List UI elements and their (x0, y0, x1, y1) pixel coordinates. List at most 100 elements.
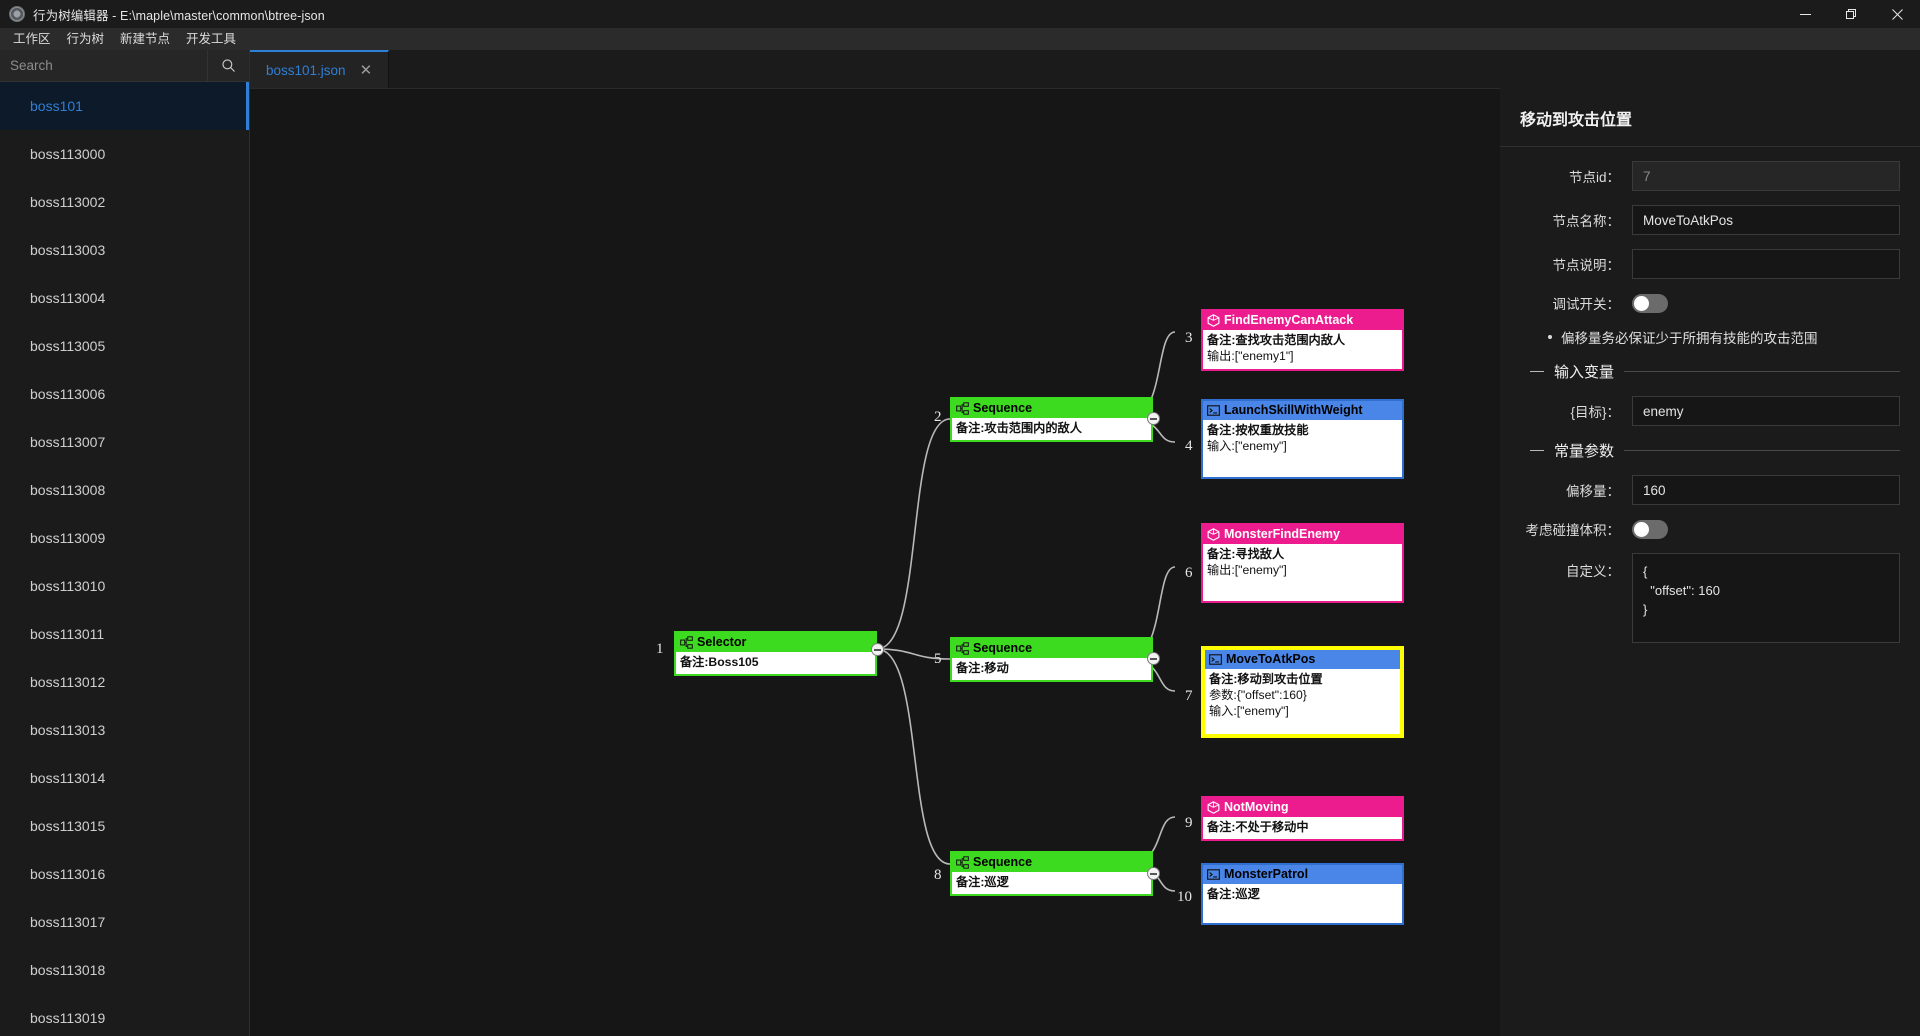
section-input-variables[interactable]: 输入变量 (1530, 361, 1900, 382)
file-item[interactable]: boss113013 (0, 706, 249, 754)
minimize-button[interactable] (1782, 0, 1828, 28)
tree-node-title: FindEnemyCanAttack (1224, 313, 1354, 327)
debug-switch-toggle[interactable] (1632, 293, 1668, 313)
properties-hint: 偏移量务必保证少于所拥有技能的攻击范围 (1548, 327, 1900, 347)
tree-node-header: NotMoving (1203, 798, 1402, 817)
tree-node-line: 备注:Boss105 (680, 655, 759, 669)
field-collision: 考虑碰撞体积： (1520, 519, 1900, 539)
close-button[interactable] (1874, 0, 1920, 28)
custom-textarea[interactable]: { "offset": 160 } (1632, 553, 1900, 643)
file-item[interactable]: boss101 (0, 82, 249, 130)
section-input-title: 输入变量 (1554, 364, 1615, 381)
file-item[interactable]: boss113012 (0, 658, 249, 706)
collapse-handle-icon[interactable] (1147, 652, 1160, 665)
collapse-minus-icon[interactable] (1530, 371, 1544, 372)
tree-node-body: 备注:移动到攻击位置参数:{"offset":160}输入:["enemy"] (1205, 669, 1400, 723)
search-icon (222, 59, 235, 72)
file-item[interactable]: boss113016 (0, 850, 249, 898)
menu-behavior-tree[interactable]: 行为树 (66, 32, 105, 46)
tree-node-header: Sequence (952, 399, 1151, 418)
file-item[interactable]: boss113000 (0, 130, 249, 178)
node-id-input (1632, 161, 1900, 191)
file-item[interactable]: boss113015 (0, 802, 249, 850)
file-item-label: boss113008 (30, 482, 106, 498)
file-item-label: boss113000 (30, 146, 106, 162)
node-index-label: 4 (1185, 438, 1193, 454)
menu-bar: 工作区 行为树 新建节点 开发工具 (0, 28, 1920, 50)
collapse-handle-icon[interactable] (1147, 867, 1160, 880)
tree-node-line: 备注:移动 (956, 661, 1009, 675)
collapse-handle-icon[interactable] (871, 643, 884, 656)
tree-node-header: LaunchSkillWithWeight (1203, 401, 1402, 420)
file-item-label: boss113019 (30, 1010, 106, 1026)
title-bar: 行为树编辑器 - E:\maple\master\common\btree-js… (0, 0, 1920, 28)
bullet-icon (1548, 335, 1552, 339)
node-index-label: 10 (1177, 889, 1192, 905)
collapse-handle-icon[interactable] (1147, 412, 1160, 425)
node-index-label: 9 (1185, 815, 1193, 831)
file-item[interactable]: boss113009 (0, 514, 249, 562)
file-item-label: boss113007 (30, 434, 106, 450)
menu-workspace[interactable]: 工作区 (13, 32, 51, 46)
file-item[interactable]: boss113017 (0, 898, 249, 946)
file-item-label: boss113016 (30, 866, 106, 882)
file-item[interactable]: boss113003 (0, 226, 249, 274)
search-button[interactable] (207, 50, 249, 81)
file-item[interactable]: boss113010 (0, 562, 249, 610)
tree-node-body: 备注:攻击范围内的敌人 (952, 418, 1151, 440)
node-desc-input[interactable] (1632, 249, 1900, 279)
collision-toggle[interactable] (1632, 519, 1668, 539)
node-index-label: 7 (1185, 688, 1193, 704)
search-row (0, 50, 249, 82)
file-item[interactable]: boss113005 (0, 322, 249, 370)
tree-node[interactable]: Sequence 备注:移动 (950, 637, 1153, 682)
composite-icon (956, 856, 969, 869)
section-rule-2 (1624, 450, 1900, 451)
tree-node-line: 备注:不处于移动中 (1207, 820, 1309, 834)
file-item[interactable]: boss113014 (0, 754, 249, 802)
collapse-minus-icon-2[interactable] (1530, 450, 1544, 451)
tree-node-title: Sequence (973, 641, 1033, 655)
file-item[interactable]: boss113011 (0, 610, 249, 658)
tree-node-line: 备注:巡逻 (956, 875, 1009, 889)
properties-form: 节点id： 节点名称： 节点说明： 调试开关： 偏移量务必保证少于所拥有技能的攻… (1500, 147, 1920, 667)
node-name-input[interactable] (1632, 205, 1900, 235)
tree-node-body: 备注:寻找敌人输出:["enemy"] (1203, 544, 1402, 582)
file-item[interactable]: boss113006 (0, 370, 249, 418)
file-item[interactable]: boss113004 (0, 274, 249, 322)
file-item[interactable]: boss113019 (0, 994, 249, 1036)
node-index-label: 2 (934, 409, 942, 425)
tree-node[interactable]: NotMoving 备注:不处于移动中 (1201, 796, 1404, 841)
menu-dev-tools[interactable]: 开发工具 (186, 32, 237, 46)
tree-node-header: Selector (676, 633, 875, 652)
tree-node-header: Sequence (952, 639, 1151, 658)
tree-node-body: 备注:不处于移动中 (1203, 817, 1402, 839)
composite-icon (956, 642, 969, 655)
tab-boss101[interactable]: boss101.json ✕ (250, 50, 390, 88)
file-item[interactable]: boss113008 (0, 466, 249, 514)
file-item[interactable]: boss113002 (0, 178, 249, 226)
file-item[interactable]: boss113007 (0, 418, 249, 466)
section-const-params[interactable]: 常量参数 (1530, 440, 1900, 461)
maximize-button[interactable] (1828, 0, 1874, 28)
search-input[interactable] (0, 50, 207, 81)
offset-input[interactable] (1632, 475, 1900, 505)
input-target-input[interactable] (1632, 396, 1900, 426)
file-item[interactable]: boss113018 (0, 946, 249, 994)
tab-close-icon[interactable]: ✕ (359, 61, 373, 79)
tree-node-line: 输出:["enemy"] (1207, 563, 1287, 577)
tree-node[interactable]: Selector 备注:Boss105 (674, 631, 877, 676)
title-bar-left: 行为树编辑器 - E:\maple\master\common\btree-js… (0, 5, 325, 24)
menu-new-node[interactable]: 新建节点 (120, 32, 171, 46)
tree-node-header: MonsterPatrol (1203, 865, 1402, 884)
file-item-label: boss101 (30, 98, 83, 114)
